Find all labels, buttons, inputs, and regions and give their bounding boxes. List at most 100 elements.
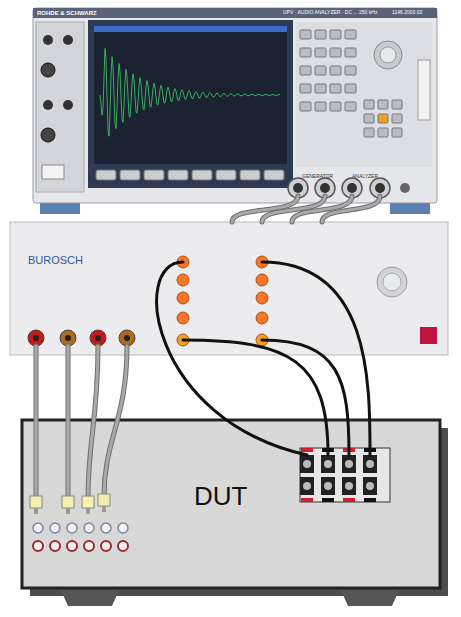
- rca-jack: [95, 335, 101, 341]
- key: [345, 30, 356, 39]
- switch-box: BUROSCH: [10, 222, 448, 355]
- speaker-wire: [262, 262, 370, 455]
- xlr-jack: [41, 63, 55, 77]
- power-switch: [42, 165, 64, 179]
- rca-jack: [33, 541, 43, 551]
- audio-cable: [322, 196, 380, 222]
- key: [364, 114, 374, 123]
- audio-cable: [104, 346, 127, 496]
- audio-cable: [68, 346, 69, 498]
- rca-jack: [101, 523, 111, 533]
- rotary-knob: [374, 41, 402, 69]
- key: [345, 84, 356, 93]
- terminal-screw: [303, 482, 311, 490]
- key: [330, 30, 341, 39]
- key: [378, 114, 388, 123]
- key: [378, 100, 388, 109]
- terminal-block: [300, 448, 390, 502]
- terminal-screw: [366, 482, 374, 490]
- drive-bay: [418, 60, 430, 120]
- bnc-connector: [375, 183, 385, 193]
- dut-foot: [60, 588, 120, 606]
- speaker-jack: [177, 292, 189, 304]
- rotary-knob: [380, 47, 396, 63]
- audio-cable: [36, 346, 37, 498]
- bnc-connector: [293, 183, 303, 193]
- bnc-connectors: [288, 178, 410, 198]
- left-panel: [36, 22, 84, 192]
- xlr-jack: [41, 128, 55, 142]
- jack: [63, 100, 73, 110]
- key: [315, 84, 326, 93]
- rca-plug: [82, 496, 94, 508]
- terminal-screw: [345, 460, 353, 468]
- speaker-jack: [256, 274, 268, 286]
- node-label: DUT: [194, 482, 247, 511]
- key: [364, 100, 374, 109]
- rca-jack: [84, 523, 94, 533]
- key: [315, 48, 326, 57]
- jack: [43, 100, 53, 110]
- panel-label: 1146.2003.02: [392, 10, 422, 16]
- softkey: [192, 170, 212, 180]
- terminal-mark: [343, 498, 355, 502]
- speaker-jack: [177, 274, 189, 286]
- speaker-wire: [262, 262, 370, 455]
- rca-jacks: [28, 330, 135, 346]
- rca-jack: [33, 523, 43, 533]
- dut-rca-jacks: [33, 523, 128, 551]
- terminal-screw: [366, 460, 374, 468]
- terminal-mark: [301, 498, 313, 502]
- terminal-screw: [345, 482, 353, 490]
- audio-cable: [88, 346, 98, 498]
- rca-jack: [67, 541, 77, 551]
- softkey: [168, 170, 188, 180]
- window-bar: [94, 26, 287, 32]
- rca-jack: [50, 523, 60, 533]
- knob: [383, 273, 401, 291]
- terminal-mark: [364, 498, 376, 502]
- softkey: [96, 170, 116, 180]
- speaker-jack: [256, 312, 268, 324]
- rca-plug: [30, 496, 42, 508]
- key: [392, 100, 402, 109]
- speaker-wire: [183, 340, 328, 455]
- key: [330, 102, 341, 111]
- rca-jack: [101, 541, 111, 551]
- dut-foot: [340, 588, 400, 606]
- softkeys: [96, 170, 284, 180]
- key: [300, 48, 311, 57]
- key: [300, 102, 311, 111]
- speaker-wire: [157, 262, 307, 455]
- key: [315, 102, 326, 111]
- jack: [43, 35, 53, 45]
- softkey: [264, 170, 284, 180]
- speaker-wire: [262, 340, 349, 455]
- terminal-screw: [324, 460, 332, 468]
- audio-cable: [34, 346, 39, 498]
- terminal: [321, 477, 335, 495]
- key: [300, 30, 311, 39]
- terminal-screw: [303, 460, 311, 468]
- panel-label: GENERATOR: [302, 174, 333, 180]
- audio-cable: [88, 346, 98, 498]
- audio-cable: [67, 346, 70, 498]
- speaker-wire: [262, 340, 349, 455]
- key: [330, 84, 341, 93]
- key: [330, 48, 341, 57]
- dut-body: [22, 420, 440, 588]
- key: [300, 66, 311, 75]
- key: [345, 66, 356, 75]
- speaker-wire: [157, 262, 307, 455]
- panel-label: ANALYZER: [352, 174, 378, 180]
- node-label: BUROSCH: [28, 254, 83, 266]
- speaker-jack: [177, 312, 189, 324]
- audio-cable: [88, 346, 98, 498]
- rca-jack: [33, 335, 39, 341]
- terminal: [300, 455, 314, 473]
- audio-cable: [104, 346, 127, 496]
- terminal-screw: [324, 482, 332, 490]
